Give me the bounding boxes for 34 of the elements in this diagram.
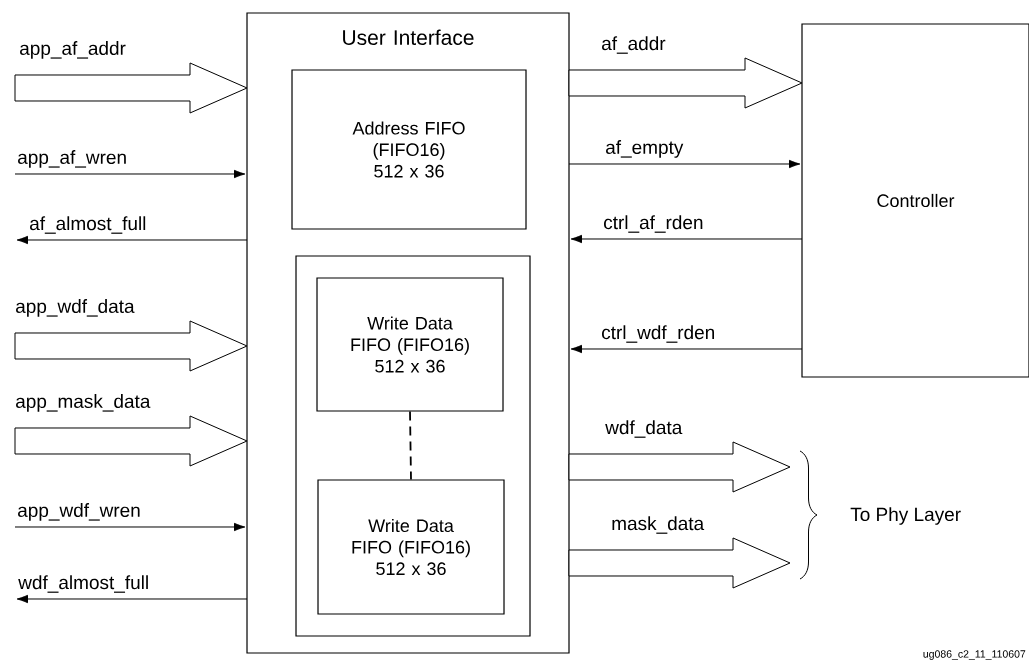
signal-arrow [16,235,248,245]
edge-label: app_af_wren [16,149,129,169]
fifo-box: Write Data FIFO (FIFO16) 512 x 36 [317,479,505,615]
controller-box: Controller [801,23,1029,378]
edge-label: af_almost_full [28,215,148,235]
bus-arrow [14,62,248,114]
bus-arrow [14,415,248,467]
edge-label: app_af_addr [18,40,127,60]
bus-arrow [568,441,791,493]
edge-label: af_addr [600,35,667,55]
signal-arrow [14,169,246,179]
signal-arrow [568,159,801,169]
fifo-box: Address FIFO (FIFO16) 512 x 36 [291,69,527,230]
figure-id: ug086_c2_11_110607 [923,650,1026,660]
edge-label: app_wdf_wren [16,502,142,522]
edge-label: mask_data [610,515,706,535]
bus-arrow [568,57,803,109]
edge-label: ctrl_af_rden [602,214,705,234]
bus-arrow [568,537,791,589]
edge-label: wdf_almost_full [17,574,151,594]
edge-label: app_wdf_data [14,298,136,318]
fifo-box: Write Data FIFO (FIFO16) 512 x 36 [316,277,504,412]
group-box [295,255,531,637]
signal-arrow [570,344,803,354]
edge-label: ctrl_wdf_rden [600,324,717,344]
signal-arrow [570,234,803,244]
group-label: To Phy Layer [850,507,961,525]
signal-arrow [14,522,246,532]
bus-arrow [14,320,248,372]
edge-label: af_empty [604,139,685,159]
connector-line [409,410,412,481]
signal-arrow [16,594,248,604]
edge-label: app_mask_data [14,393,152,413]
edge-label: wdf_data [604,419,684,439]
